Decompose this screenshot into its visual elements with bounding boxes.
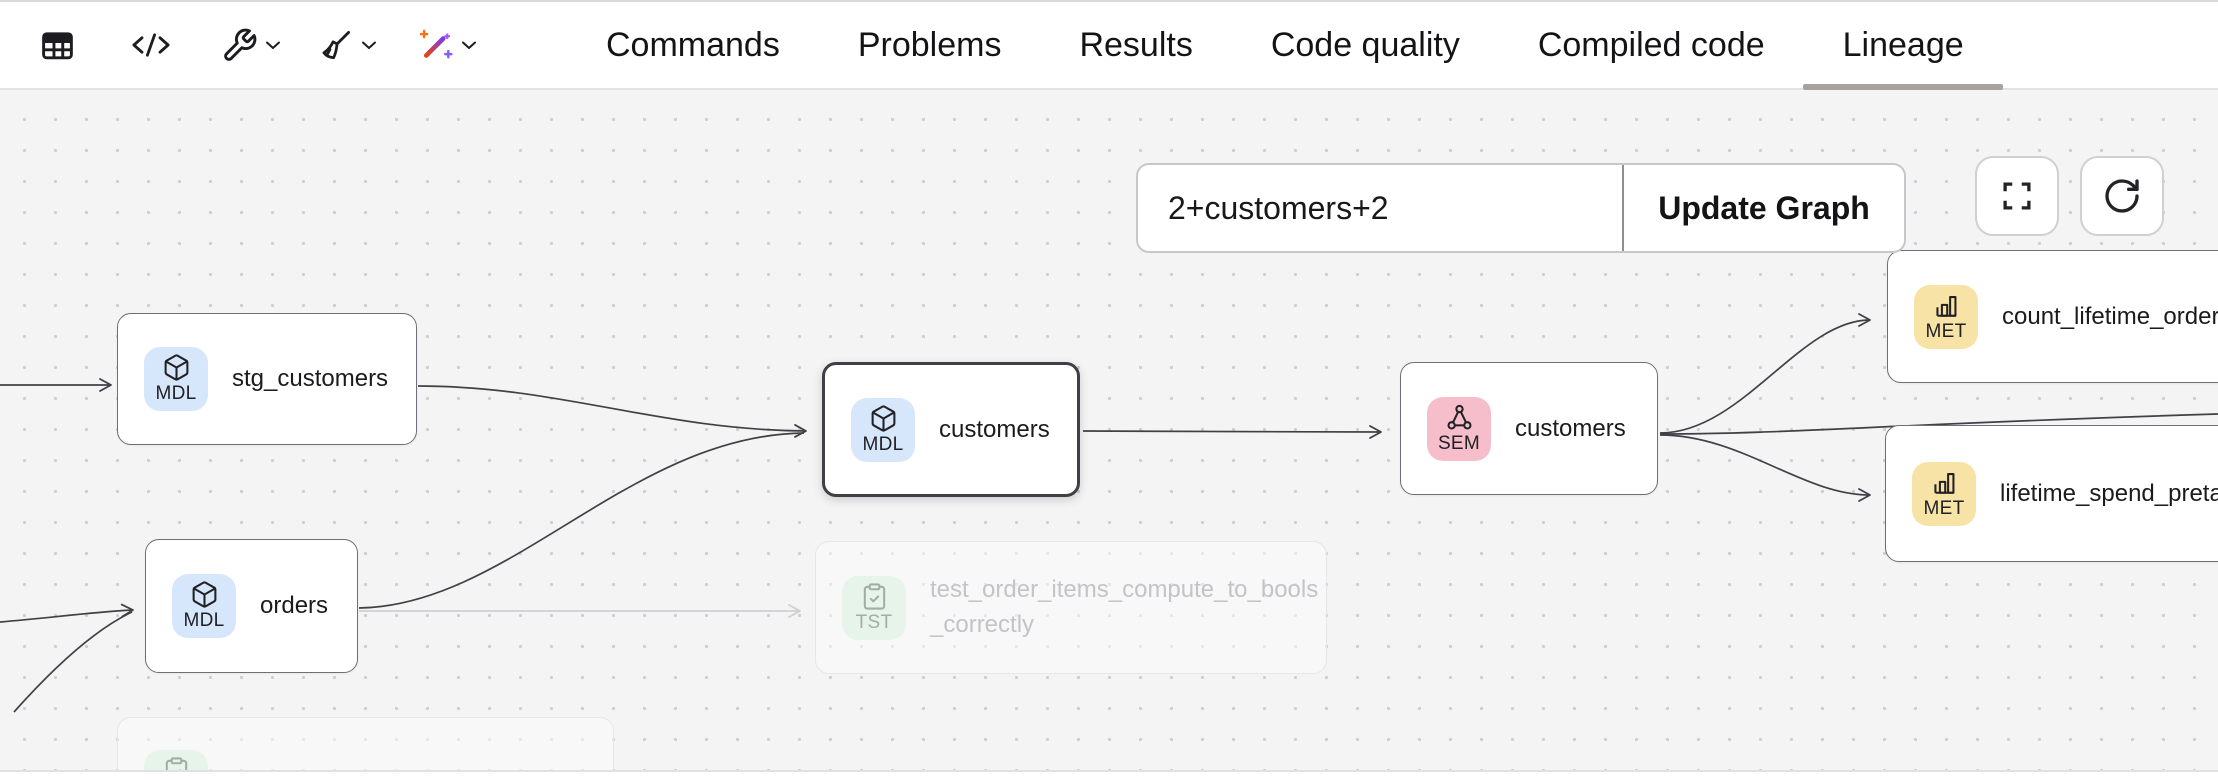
update-graph-button[interactable]: Update Graph <box>1624 165 1904 251</box>
format-broom-button[interactable] <box>314 24 356 66</box>
node-customers-model[interactable]: MDL customers <box>822 362 1080 497</box>
node-count-lifetime-order[interactable]: MET count_lifetime_order <box>1887 250 2218 383</box>
node-label: customers <box>939 415 1050 443</box>
panel-tabs: Commands Problems Results Code quality C… <box>606 2 1964 88</box>
clipboard-check-icon <box>863 582 885 610</box>
ai-dropdown-chevron[interactable] <box>456 24 482 66</box>
node-label: count_lifetime_order <box>2002 302 2218 330</box>
chevron-down-icon <box>266 41 280 49</box>
node-label: customers <box>1515 414 1626 442</box>
cube-icon <box>192 581 216 608</box>
node-filter-input[interactable] <box>1138 165 1622 251</box>
chevron-down-icon <box>362 41 376 49</box>
node-partial-test[interactable]: TST <box>117 717 614 770</box>
node-lifetime-spend[interactable]: MET lifetime_spend_preta <box>1885 425 2218 562</box>
edge <box>1659 313 1871 434</box>
cube-icon <box>871 404 895 432</box>
node-test-order-items[interactable]: TST test_order_items_compute_to_bools_co… <box>815 541 1327 674</box>
node-type-label: MDL <box>183 610 225 631</box>
node-customers-semantic[interactable]: SEM customers <box>1400 362 1658 495</box>
lineage-edges <box>0 313 2218 713</box>
run-wrench-button[interactable] <box>218 24 260 66</box>
semantic-graph-icon <box>1446 404 1472 430</box>
node-type-badge: TST <box>842 575 906 640</box>
broom-icon <box>322 30 350 59</box>
lineage-canvas[interactable]: MDL stg_customers MDL orders MDL custome… <box>0 90 2218 770</box>
edge <box>358 432 805 609</box>
fullscreen-button[interactable] <box>1975 156 2059 236</box>
refresh-icon <box>2105 179 2139 213</box>
node-label: lifetime_spend_preta <box>2000 479 2218 507</box>
node-label: orders <box>260 592 329 619</box>
bar-chart-icon <box>1933 472 1954 494</box>
clipboard-check-icon <box>165 757 187 770</box>
broom-dropdown-chevron[interactable] <box>356 24 382 66</box>
table-icon <box>41 31 73 59</box>
node-type-badge: MET <box>1912 461 1976 526</box>
tab-code-quality[interactable]: Code quality <box>1271 2 1460 88</box>
edge <box>1659 413 2218 435</box>
node-label: test_order_items_compute_to_bools_correc… <box>930 575 1319 638</box>
fullscreen-icon <box>2003 182 2031 210</box>
node-type-badge: MDL <box>851 397 915 462</box>
node-type-label: MDL <box>862 433 904 455</box>
node-type-label: MDL <box>155 383 197 404</box>
top-toolbar: Commands Problems Results Code quality C… <box>0 0 2218 90</box>
code-button[interactable] <box>130 24 172 66</box>
lineage-filter-group: Update Graph <box>1136 163 1906 253</box>
tab-results[interactable]: Results <box>1079 2 1192 88</box>
node-type-badge: TST <box>144 750 208 770</box>
bar-chart-icon <box>1935 295 1956 317</box>
bottom-panel-edge <box>0 770 2218 780</box>
table-button[interactable] <box>36 24 78 66</box>
tab-label: Compiled code <box>1537 25 1765 64</box>
edge <box>0 603 134 623</box>
node-type-badge: MDL <box>172 574 236 638</box>
toolbar-icon-group <box>36 2 482 88</box>
wrench-dropdown-chevron[interactable] <box>260 24 286 66</box>
edge <box>417 385 807 438</box>
tab-compiled-code[interactable]: Compiled code <box>1538 2 1765 88</box>
wrench-icon <box>223 28 256 61</box>
divider <box>1622 165 1624 251</box>
node-type-badge: MDL <box>144 347 208 411</box>
node-type-label: MET <box>1925 320 1967 342</box>
tab-lineage[interactable]: Lineage <box>1843 2 1964 88</box>
tab-commands[interactable]: Commands <box>606 2 780 88</box>
magic-wand-icon <box>419 29 453 58</box>
node-label: stg_customers <box>232 365 389 392</box>
edge <box>1082 425 1382 439</box>
edge <box>1659 434 1871 502</box>
node-type-label: TST <box>855 611 893 633</box>
node-type-badge: MET <box>1914 284 1978 349</box>
ai-assist-button[interactable] <box>414 24 456 66</box>
edge <box>13 611 133 713</box>
refresh-button[interactable] <box>2080 156 2164 236</box>
tab-label: Code quality <box>1270 25 1460 64</box>
tab-label: Results <box>1079 25 1193 64</box>
tab-label: Lineage <box>1842 25 1964 64</box>
tab-label: Commands <box>606 25 780 64</box>
code-icon <box>132 33 170 57</box>
node-stg-customers[interactable]: MDL stg_customers <box>117 313 417 445</box>
chevron-down-icon <box>462 41 476 49</box>
node-type-badge: SEM <box>1427 396 1491 461</box>
tab-label: Problems <box>857 25 1002 64</box>
tab-problems[interactable]: Problems <box>858 2 1002 88</box>
node-type-label: MET <box>1923 497 1965 519</box>
node-orders[interactable]: MDL orders <box>145 539 358 673</box>
cube-icon <box>164 354 188 381</box>
node-type-label: SEM <box>1437 432 1481 454</box>
